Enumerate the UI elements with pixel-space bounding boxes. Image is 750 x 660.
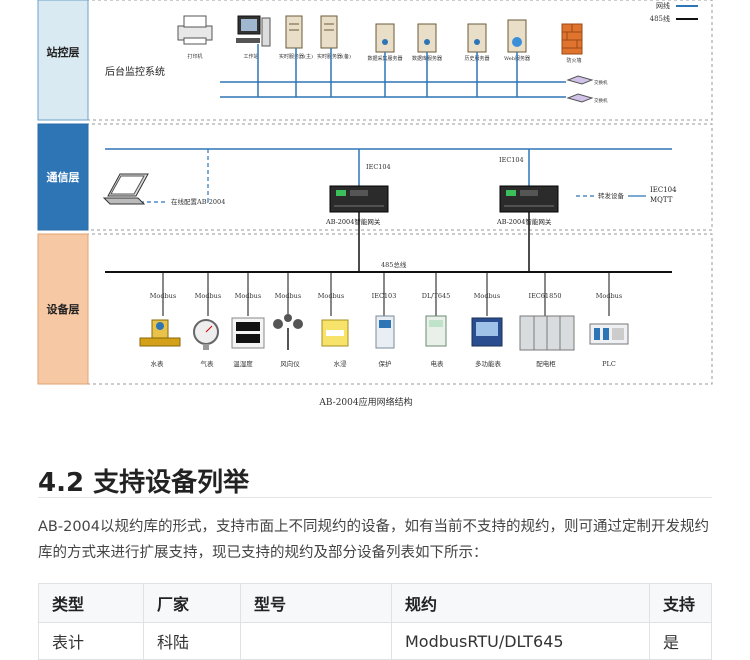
gateway-icon <box>499 185 559 213</box>
field-device-name: 风向仪 <box>280 359 300 368</box>
legend-485-label: 485线 <box>650 14 670 23</box>
table-row: 表计 科陆 ModbusRTU/DLT645 是 <box>38 622 712 660</box>
network-architecture-diagram: 站控层 通信层 设备层 网线 485线 打印机 工作站 <box>37 0 713 408</box>
field-device-names: 水表 气表 温湿度 风向仪 水浸 保护 电表 多功能表 配电柜 PLC <box>151 359 616 368</box>
table-cell: 是 <box>649 622 712 660</box>
field-device-name: 多功能表 <box>475 359 502 368</box>
field-device-name: 电表 <box>431 359 445 368</box>
section-paragraph: AB-2004以规约库的形式，支持市面上不同规约的设备，如有当前不支持的规约，则… <box>38 519 709 561</box>
station-device-label: 实时服务器(备) <box>317 53 351 60</box>
field-device-name: 温湿度 <box>233 359 253 368</box>
gateway-name-label: AB-2004智能网关 <box>496 217 552 226</box>
table-cell: 表计 <box>38 622 144 660</box>
server-icon <box>467 23 487 53</box>
layer-station: 站控层 <box>37 0 89 121</box>
server-icon <box>417 23 437 53</box>
field-device-protocols: Modbus Modbus Modbus Modbus Modbus IEC10… <box>150 292 622 300</box>
diagram-caption: AB-2004应用网络结构 <box>318 396 412 408</box>
field-device-protocol: DL/T645 <box>422 292 450 300</box>
switch-label: 交换机 <box>594 79 608 86</box>
laptop-icon <box>102 173 149 205</box>
field-device-name: 水表 <box>151 359 165 368</box>
field-device-protocol: IEC61850 <box>529 292 562 300</box>
station-devices: 打印机 工作站 实时服务器(主) 实时服务器(备) 数据采集服务器 数据 <box>177 15 583 64</box>
field-device-protocol: Modbus <box>275 292 301 300</box>
electric-meter-icon <box>425 315 447 347</box>
layer-comm: 通信层 <box>37 123 89 231</box>
field-device-name: PLC <box>602 360 616 368</box>
layer-label-comm: 通信层 <box>47 170 80 184</box>
station-device-label: 工作站 <box>243 53 258 60</box>
water-meter-icon <box>139 319 181 347</box>
legend: 网线 485线 <box>650 1 698 23</box>
table-cell: 科陆 <box>143 622 241 660</box>
table-cell: ModbusRTU/DLT645 <box>391 622 650 660</box>
distribution-cabinet-icon <box>519 315 575 351</box>
table-header-cell: 厂家 <box>143 583 241 623</box>
field-device-protocol: IEC103 <box>372 292 397 300</box>
field-device-drops <box>162 272 610 316</box>
switch-label: 交换机 <box>594 97 608 104</box>
field-device-protocol: Modbus <box>318 292 344 300</box>
forward-protocol-label: MQTT <box>650 196 673 204</box>
switch-icon <box>566 75 594 85</box>
heading-divider <box>38 497 712 498</box>
field-device-name: 水浸 <box>334 359 348 368</box>
field-device-protocol: Modbus <box>474 292 500 300</box>
field-device-name: 气表 <box>201 359 215 368</box>
layer-device: 设备层 <box>37 233 89 385</box>
gateway-icon <box>329 185 389 213</box>
workstation-icon <box>236 15 271 47</box>
web-server-icon <box>507 19 527 53</box>
water-leak-sensor-icon <box>321 319 349 347</box>
forward-protocol-label: IEC104 <box>650 186 677 194</box>
backend-monitor-label: 后台监控系统 <box>105 65 165 78</box>
station-layer-frame <box>37 0 713 121</box>
table-header-row: 类型 厂家 型号 规约 支持 <box>38 583 712 623</box>
table-cell <box>240 622 392 660</box>
laptop-config-label: 在线配置AB-2004 <box>171 197 225 206</box>
anemometer-icon <box>273 314 303 350</box>
temp-humidity-icon <box>231 317 265 349</box>
section-heading: 4.2 支持设备列举 <box>38 468 250 498</box>
station-device-label: 打印机 <box>187 53 202 60</box>
switch-icon <box>566 93 594 103</box>
forward-device-label: 转发设备 <box>598 191 625 200</box>
station-device-label: 防火墙 <box>566 57 581 64</box>
field-device-name: 保护 <box>379 359 392 368</box>
firewall-icon <box>561 23 583 55</box>
server-icon <box>285 15 303 49</box>
layer-label-device: 设备层 <box>47 302 80 316</box>
field-device-protocol: Modbus <box>150 292 176 300</box>
legend-ethernet-label: 网线 <box>656 1 670 10</box>
server-icon <box>320 15 338 49</box>
field-device-protocol: Modbus <box>195 292 221 300</box>
plc-icon <box>589 323 629 345</box>
table-header-cell: 型号 <box>240 583 392 623</box>
printer-icon <box>177 15 213 45</box>
gateway-name-label: AB-2004智能网关 <box>325 217 381 226</box>
field-device-name: 配电柜 <box>536 359 556 368</box>
protection-relay-icon <box>375 315 395 349</box>
gateway-protocol-label: IEC104 <box>499 156 524 164</box>
field-device-protocol: Modbus <box>235 292 261 300</box>
table-header-cell: 类型 <box>38 583 144 623</box>
multifunction-meter-icon <box>471 317 503 347</box>
table-header-cell: 规约 <box>391 583 650 623</box>
gateway-protocol-label: IEC104 <box>366 163 391 171</box>
server-icon <box>375 23 395 53</box>
bus-label: 485总线 <box>381 260 407 269</box>
station-network <box>220 44 566 98</box>
layer-label-station: 站控层 <box>47 45 80 59</box>
field-device-icons <box>139 314 629 351</box>
gas-gauge-icon <box>193 319 219 350</box>
field-device-protocol: Modbus <box>596 292 622 300</box>
device-support-table: 类型 厂家 型号 规约 支持 表计 科陆 ModbusRTU/DLT645 是 <box>38 583 712 660</box>
table-header-cell: 支持 <box>649 583 712 623</box>
